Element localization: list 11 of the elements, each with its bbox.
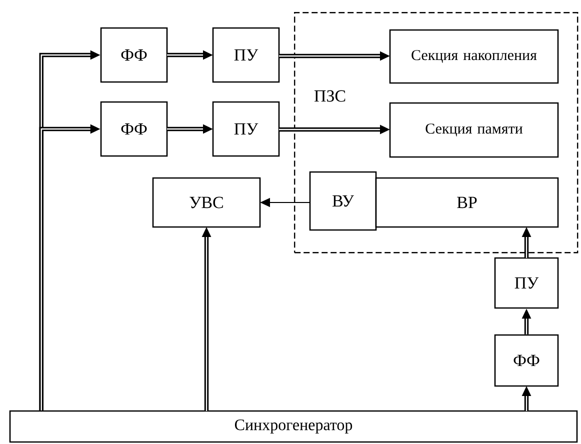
process-box: ПУ	[494, 257, 559, 309]
generator-box: Синхрогенератор	[9, 410, 578, 443]
process-box: Секция накопления	[389, 29, 559, 84]
process-box: ФФ	[100, 101, 168, 157]
process-box: ВУ	[309, 171, 377, 231]
process-box: ФФ	[100, 27, 168, 83]
process-box: Секция памяти	[389, 102, 559, 158]
process-box: ФФ	[494, 334, 559, 387]
process-box: УВС	[152, 177, 261, 228]
process-box: ПУ	[212, 101, 280, 157]
process-box: ПУ	[212, 27, 280, 83]
